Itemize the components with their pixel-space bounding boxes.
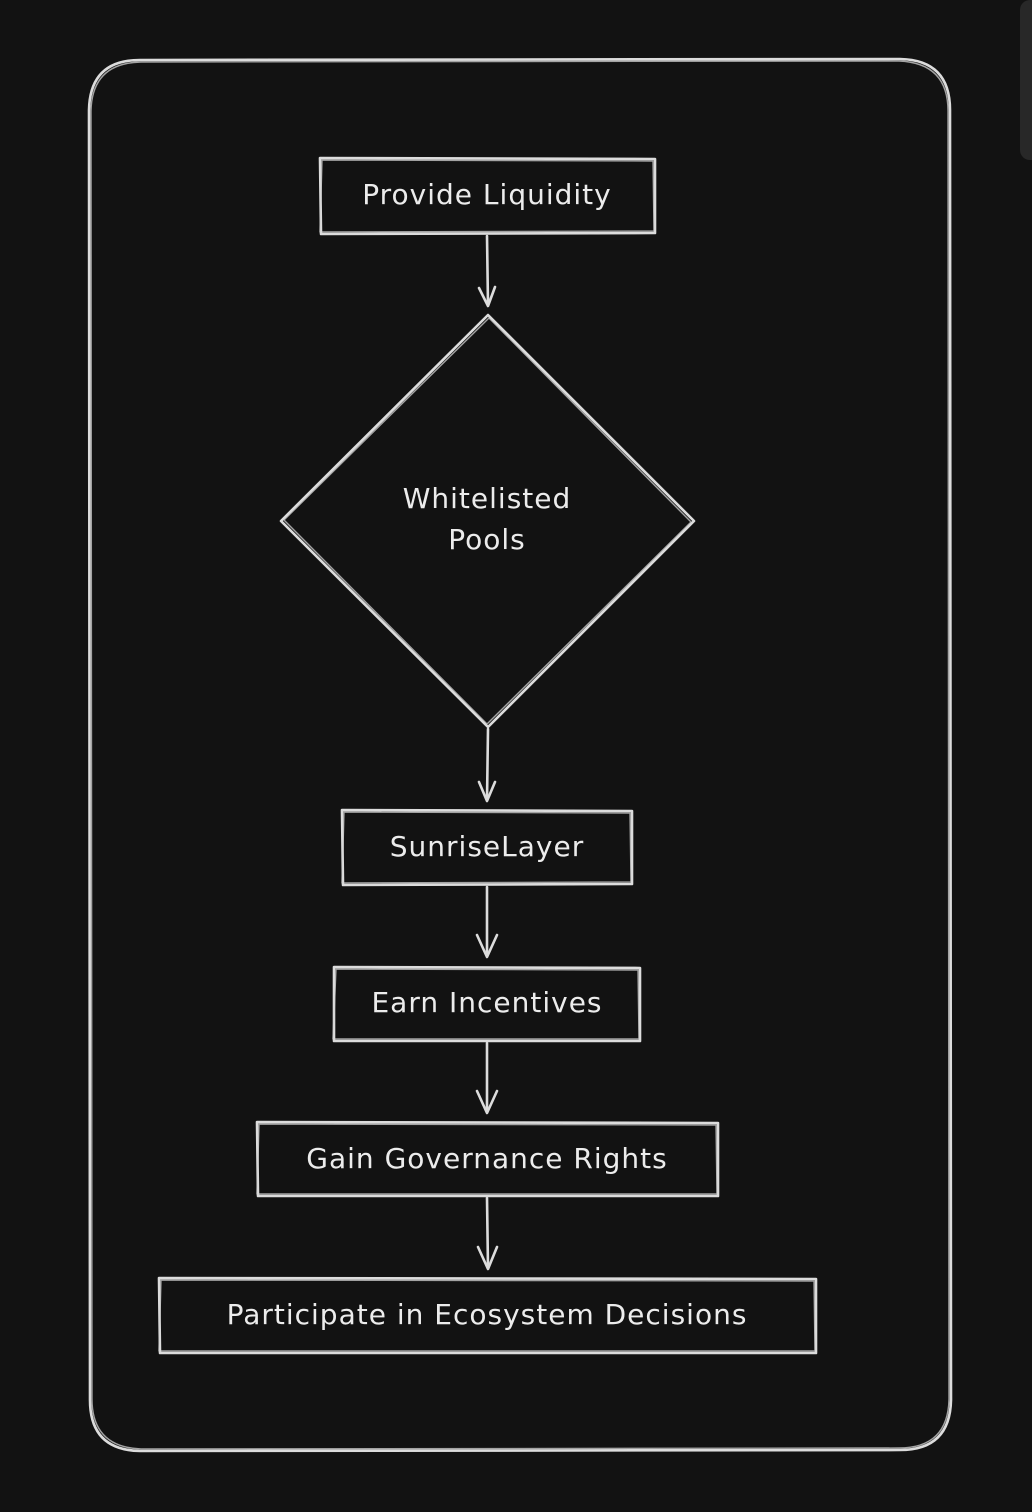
node-sunriselayer: SunriseLayer (340, 808, 634, 887)
node-whitelisted-pools: Whitelisted Pools (279, 313, 696, 729)
node-label-whitelisted-pools-line-1: Whitelisted (403, 482, 572, 515)
scrollbar-edge[interactable] (1020, 0, 1032, 160)
arrow-sunriselayer-to-incentives (475, 885, 499, 959)
node-label-participate-ecosystem-decisions: Participate in Ecosystem Decisions (227, 1298, 748, 1331)
node-earn-incentives: Earn Incentives (332, 965, 642, 1043)
node-participate-ecosystem-decisions: Participate in Ecosystem Decisions (157, 1276, 818, 1355)
node-label-provide-liquidity: Provide Liquidity (362, 178, 611, 211)
arrow-provide-to-pools (477, 234, 497, 308)
arrow-pools-to-sunriselayer (477, 727, 497, 803)
node-provide-liquidity: Provide Liquidity (318, 156, 657, 236)
outer-frame (87, 57, 953, 1453)
node-gain-governance-rights: Gain Governance Rights (255, 1120, 720, 1198)
node-label-gain-governance-rights: Gain Governance Rights (306, 1142, 667, 1175)
node-label-whitelisted-pools-line-2: Pools (448, 523, 526, 556)
node-label-sunriselayer: SunriseLayer (390, 830, 584, 863)
arrow-incentives-to-governance (475, 1041, 499, 1115)
node-label-earn-incentives: Earn Incentives (371, 986, 602, 1019)
arrow-governance-to-participate (476, 1196, 499, 1271)
